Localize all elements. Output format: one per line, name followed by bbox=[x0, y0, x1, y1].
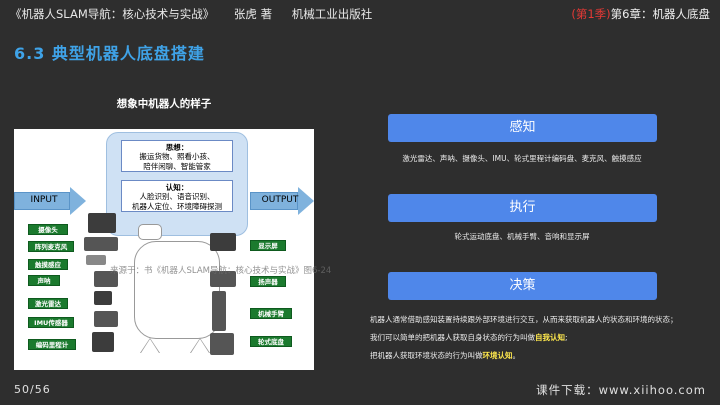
download-link[interactable]: 课件下载：www.xiihoo.com bbox=[536, 383, 706, 397]
decision-line2: 我们可以简单的把机器人获取自身状态的行为叫做自我认知; bbox=[370, 332, 686, 343]
input-tag-lidar: 激光雷达 bbox=[28, 298, 68, 309]
decision-line3-end: 。 bbox=[512, 351, 521, 360]
input-tag-touch: 触摸感应 bbox=[28, 259, 68, 270]
output-label: OUTPUT bbox=[261, 195, 299, 205]
robot-head bbox=[138, 224, 162, 240]
output-tag-arm: 机械手臂 bbox=[250, 308, 292, 319]
page-number: 50/56 bbox=[14, 383, 51, 396]
output-arrow: OUTPUT bbox=[250, 187, 314, 215]
decision-line3: 把机器人获取环境状态的行为叫做环境认知。 bbox=[370, 350, 686, 361]
execution-desc: 轮式运动底盘、机械手臂、音响和显示屏 bbox=[454, 232, 590, 241]
robot-arm-image bbox=[212, 291, 226, 331]
book-title: 《机器人SLAM导航：核心技术与实战》 bbox=[10, 7, 215, 21]
thought-line1: 搬运货物、照看小孩、 bbox=[139, 152, 215, 162]
wheel-chassis-image bbox=[210, 333, 234, 355]
camera-image bbox=[88, 213, 116, 233]
output-tag-display: 显示屏 bbox=[250, 240, 286, 251]
thought-line2: 陪伴闲聊、智能管家 bbox=[143, 161, 211, 171]
figure-source-watermark: 来源于：书《机器人SLAM导航：核心技术与实战》图6-24 bbox=[110, 266, 332, 276]
input-label: INPUT bbox=[30, 195, 58, 205]
robot-leg-left bbox=[141, 339, 159, 353]
robot-diagram: 想象中机器人的样子 INPUT OUTPUT 思想： 搬运货物、照看小孩、 陪伴… bbox=[14, 96, 331, 370]
perception-desc: 激光雷达、声呐、摄像头、IMU、轮式里程计编码盘、麦克风、触摸感应 bbox=[402, 154, 642, 163]
execution-heading: 执行 bbox=[388, 194, 657, 222]
imu-image bbox=[94, 311, 118, 327]
mic-array-image bbox=[84, 237, 118, 251]
thought-title: 思想： bbox=[165, 143, 189, 152]
decision-line3-text: 把机器人获取环境状态的行为叫做 bbox=[370, 351, 483, 360]
cognition-box: 认知： 人脸识别、语音识别、 机器人定位、环境障碍探测 bbox=[121, 180, 233, 212]
thought-box: 思想： 搬运货物、照看小孩、 陪伴闲聊、智能管家 bbox=[121, 140, 233, 172]
robot-leg-right bbox=[191, 339, 209, 353]
speaker-image bbox=[210, 271, 236, 287]
encoder-image bbox=[92, 332, 114, 352]
publisher: 机械工业出版社 bbox=[291, 7, 373, 21]
input-tag-mic-array: 阵列麦克风 bbox=[28, 241, 74, 252]
lidar-image bbox=[94, 291, 112, 305]
chapter-label: 第6章：机器人底盘 bbox=[610, 7, 710, 21]
perception-heading: 感知 bbox=[388, 114, 657, 142]
display-image bbox=[210, 233, 236, 251]
input-arrow: INPUT bbox=[14, 187, 86, 215]
robot-body bbox=[134, 241, 220, 339]
input-tag-camera: 摄像头 bbox=[28, 224, 68, 235]
decision-line1: 机器人通常借助感知装置持续跟外部环境进行交互，从而来获取机器人的状态和环境的状态… bbox=[370, 315, 678, 324]
env-cognition-highlight: 环境认知 bbox=[482, 351, 513, 360]
header-right: (第1季)第6章：机器人底盘 bbox=[571, 6, 710, 22]
input-tag-imu: IMU传感器 bbox=[28, 317, 74, 328]
input-tag-sonar: 声呐 bbox=[28, 275, 60, 286]
sonar-image bbox=[94, 271, 118, 287]
season-label: (第1季) bbox=[571, 7, 611, 21]
input-tag-encoder: 编码里程计 bbox=[28, 339, 76, 350]
diagram-canvas: INPUT OUTPUT 思想： 搬运货物、照看小孩、 陪伴闲聊、智能管家 认知… bbox=[14, 129, 331, 370]
self-cognition-highlight: 自我认知 bbox=[535, 333, 565, 342]
cognition-line1: 人脸识别、语音识别、 bbox=[139, 192, 215, 202]
header-left: 《机器人SLAM导航：核心技术与实战》 张虎 著 机械工业出版社 bbox=[10, 6, 388, 22]
author: 张虎 著 bbox=[233, 7, 273, 21]
decision-heading: 决策 bbox=[388, 272, 657, 300]
diagram-title: 想象中机器人的样子 bbox=[116, 98, 212, 110]
decision-line2-text: 我们可以简单的把机器人获取自身状态的行为叫做 bbox=[370, 333, 535, 342]
touch-sensor-image bbox=[86, 255, 106, 265]
section-title: 6.3 典型机器人底盘搭建 bbox=[14, 44, 205, 63]
output-tag-speaker: 扬声器 bbox=[250, 276, 286, 287]
decision-line2-end: ; bbox=[565, 333, 568, 342]
cognition-line2: 机器人定位、环境障碍探测 bbox=[132, 201, 222, 211]
brain-box: 思想： 搬运货物、照看小孩、 陪伴闲聊、智能管家 认知： 人脸识别、语音识别、 … bbox=[106, 132, 248, 236]
output-tag-chassis: 轮式底盘 bbox=[250, 336, 292, 347]
cognition-title: 认知： bbox=[165, 183, 189, 192]
